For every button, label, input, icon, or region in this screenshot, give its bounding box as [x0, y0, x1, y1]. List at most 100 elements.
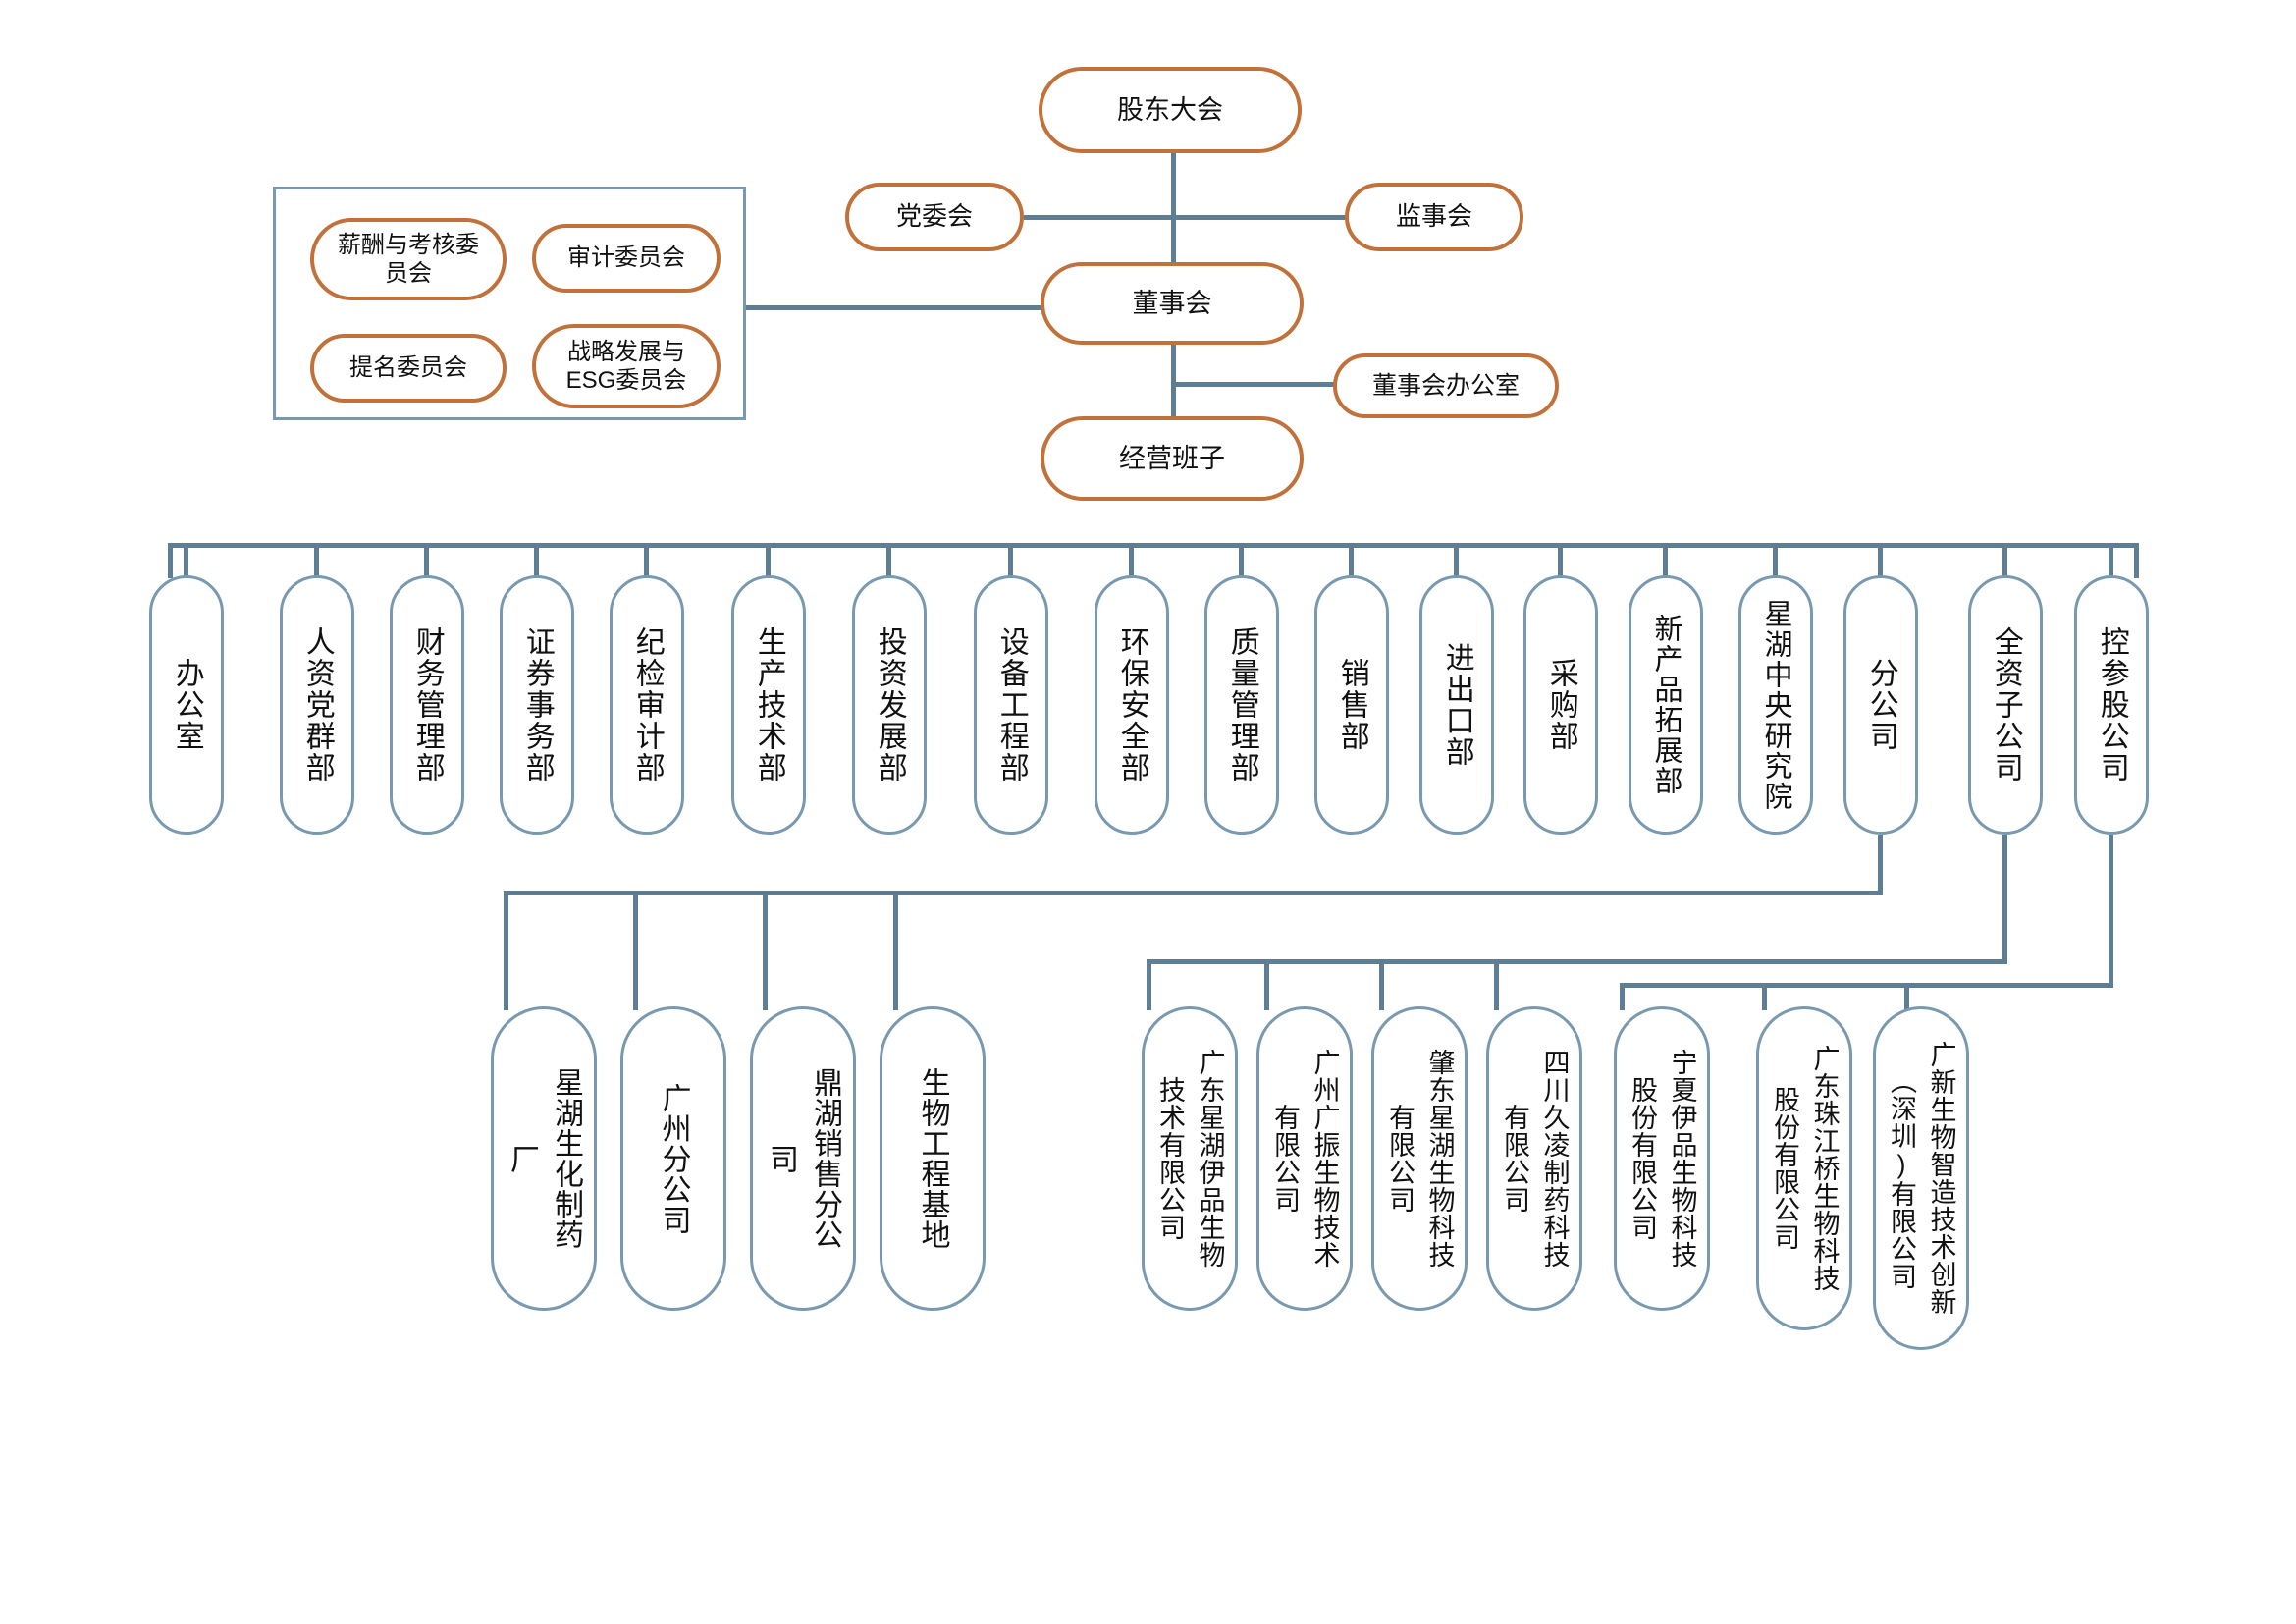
committee-strategy-esg[interactable]: 战略发展与ESG委员会 — [532, 324, 721, 408]
node-label: 经营班子 — [1119, 443, 1225, 473]
holding-ningxia-yipin[interactable]: 宁夏伊品生物科技股份有限公司 — [1614, 1006, 1710, 1311]
department-central-research-institute[interactable]: 星湖中央研究院 — [1738, 575, 1813, 835]
committee-label: 战略发展与ESG委员会 — [565, 338, 687, 394]
department-stem — [886, 543, 891, 578]
connector-holdings-run-left — [1620, 983, 2113, 988]
subsidiary-zhaodong-xinghu[interactable]: 肇东星湖生物科技有限公司 — [1371, 1006, 1468, 1311]
node-party-committee[interactable]: 党委会 — [845, 183, 1024, 251]
department-wholly-owned-subsidiaries[interactable]: 全资子公司 — [1968, 575, 2043, 835]
department-equipment-engineering[interactable]: 设备工程部 — [974, 575, 1048, 835]
department-finance[interactable]: 财务管理部 — [390, 575, 464, 835]
holding-label: 宁夏伊品生物科技股份有限公司 — [1628, 1049, 1697, 1269]
branch-xinghu-pharma-factory[interactable]: 星湖生化制药厂 — [491, 1006, 597, 1311]
holding-guangdong-zhujiangqiao[interactable]: 广东珠江桥生物科技股份有限公司 — [1756, 1006, 1852, 1330]
connector-branch-run-left — [504, 891, 1883, 895]
branch-stem — [633, 891, 638, 1010]
committee-compensation-assessment[interactable]: 薪酬与考核委员会 — [310, 218, 507, 300]
node-management-team[interactable]: 经营班子 — [1041, 416, 1304, 501]
node-shareholders-meeting[interactable]: 股东大会 — [1039, 67, 1302, 153]
department-stem — [2109, 543, 2113, 578]
department-import-export[interactable]: 进出口部 — [1419, 575, 1494, 835]
department-label: 分公司 — [1864, 658, 1897, 752]
branch-label: 广州分公司 — [657, 1082, 690, 1235]
department-label: 环保安全部 — [1115, 626, 1148, 784]
department-office[interactable]: 办公室 — [149, 575, 224, 835]
committee-nomination[interactable]: 提名委员会 — [310, 334, 507, 403]
connector-party-to-supervisory — [1024, 215, 1362, 220]
department-label: 设备工程部 — [994, 626, 1028, 784]
department-label: 星湖中央研究院 — [1760, 598, 1792, 812]
branch-stem — [763, 891, 768, 1010]
connector-board-to-board-office — [1171, 382, 1336, 387]
department-label: 办公室 — [170, 658, 203, 752]
department-bus-left-end — [168, 543, 173, 578]
department-stem — [1008, 543, 1013, 578]
node-label: 董事会 — [1132, 288, 1212, 318]
department-label: 进出口部 — [1440, 642, 1473, 768]
subsidiary-guangdong-xinghu-yipin[interactable]: 广东星湖伊品生物技术有限公司 — [1142, 1006, 1238, 1311]
branch-guangzhou[interactable]: 广州分公司 — [620, 1006, 726, 1311]
node-supervisory-board[interactable]: 监事会 — [1345, 183, 1523, 251]
holding-label: 广新生物智造技术创新（深圳)有限公司 — [1887, 1041, 1956, 1316]
wholly-owned-stem — [1379, 959, 1384, 1010]
node-board-office[interactable]: 董事会办公室 — [1333, 353, 1559, 418]
department-label: 新产品拓展部 — [1650, 614, 1682, 796]
holdings-bus-left-end — [1620, 983, 1625, 1010]
connector-wholly-owned-run-left — [1147, 959, 2007, 964]
department-stem — [766, 543, 771, 578]
department-new-product[interactable]: 新产品拓展部 — [1629, 575, 1703, 835]
department-stem — [1129, 543, 1134, 578]
department-stem — [424, 543, 429, 578]
connector-branch-drop — [1878, 835, 1883, 895]
node-label: 董事会办公室 — [1371, 371, 1520, 400]
department-stem — [534, 543, 539, 578]
department-sales[interactable]: 销售部 — [1314, 575, 1389, 835]
branch-label: 生物工程基地 — [916, 1067, 949, 1250]
branch-stem — [893, 891, 898, 1010]
department-branch-companies[interactable]: 分公司 — [1843, 575, 1918, 835]
department-securities[interactable]: 证券事务部 — [500, 575, 574, 835]
holdings-stem — [1904, 983, 1909, 1010]
node-label: 党委会 — [895, 201, 973, 232]
department-label: 投资发展部 — [873, 626, 906, 784]
node-label: 股东大会 — [1117, 94, 1223, 125]
department-holding-companies[interactable]: 控参股公司 — [2074, 575, 2149, 835]
committee-audit[interactable]: 审计委员会 — [532, 224, 721, 293]
department-quality[interactable]: 质量管理部 — [1204, 575, 1279, 835]
subsidiary-sichuan-jiuling[interactable]: 四川久凌制药科技有限公司 — [1486, 1006, 1582, 1311]
department-stem — [2002, 543, 2007, 578]
branch-label: 星湖生化制药厂 — [506, 1067, 582, 1250]
department-label: 纪检审计部 — [630, 626, 664, 784]
branch-dinghu-sales[interactable]: 鼎湖销售分公司 — [750, 1006, 856, 1311]
department-stem — [644, 543, 649, 578]
department-label: 销售部 — [1335, 658, 1368, 752]
department-stem — [1663, 543, 1668, 578]
department-label: 质量管理部 — [1225, 626, 1258, 784]
subsidiary-label: 四川久凌制药科技有限公司 — [1500, 1049, 1570, 1269]
department-discipline-audit[interactable]: 纪检审计部 — [610, 575, 684, 835]
department-environment-safety[interactable]: 环保安全部 — [1095, 575, 1169, 835]
department-label: 证券事务部 — [520, 626, 554, 784]
department-investment-dev[interactable]: 投资发展部 — [852, 575, 927, 835]
department-procurement[interactable]: 采购部 — [1523, 575, 1598, 835]
subsidiary-guangzhou-guangzhen[interactable]: 广州广振生物技术有限公司 — [1256, 1006, 1353, 1311]
holding-label: 广东珠江桥生物科技股份有限公司 — [1770, 1045, 1840, 1292]
wholly-owned-stem — [1264, 959, 1269, 1010]
department-production-tech[interactable]: 生产技术部 — [731, 575, 806, 835]
department-stem — [1239, 543, 1244, 578]
department-label: 控参股公司 — [2095, 626, 2128, 784]
department-stem — [1454, 543, 1459, 578]
department-bus-right-end — [2134, 543, 2139, 578]
connector-shareholders-to-board — [1171, 152, 1176, 272]
wholly-owned-bus-left-end — [1147, 959, 1151, 1010]
department-stem — [1558, 543, 1563, 578]
branch-bio-engineering-base[interactable]: 生物工程基地 — [880, 1006, 986, 1311]
department-hr-party[interactable]: 人资党群部 — [280, 575, 354, 835]
holding-guangxin-biomanufacturing[interactable]: 广新生物智造技术创新（深圳)有限公司 — [1873, 1006, 1969, 1350]
department-stem — [1349, 543, 1354, 578]
node-board-of-directors[interactable]: 董事会 — [1041, 262, 1304, 345]
committee-label: 提名委员会 — [349, 354, 467, 382]
node-label: 监事会 — [1395, 201, 1472, 232]
department-label: 财务管理部 — [410, 626, 444, 784]
connector-wholly-owned-drop — [2002, 835, 2007, 964]
